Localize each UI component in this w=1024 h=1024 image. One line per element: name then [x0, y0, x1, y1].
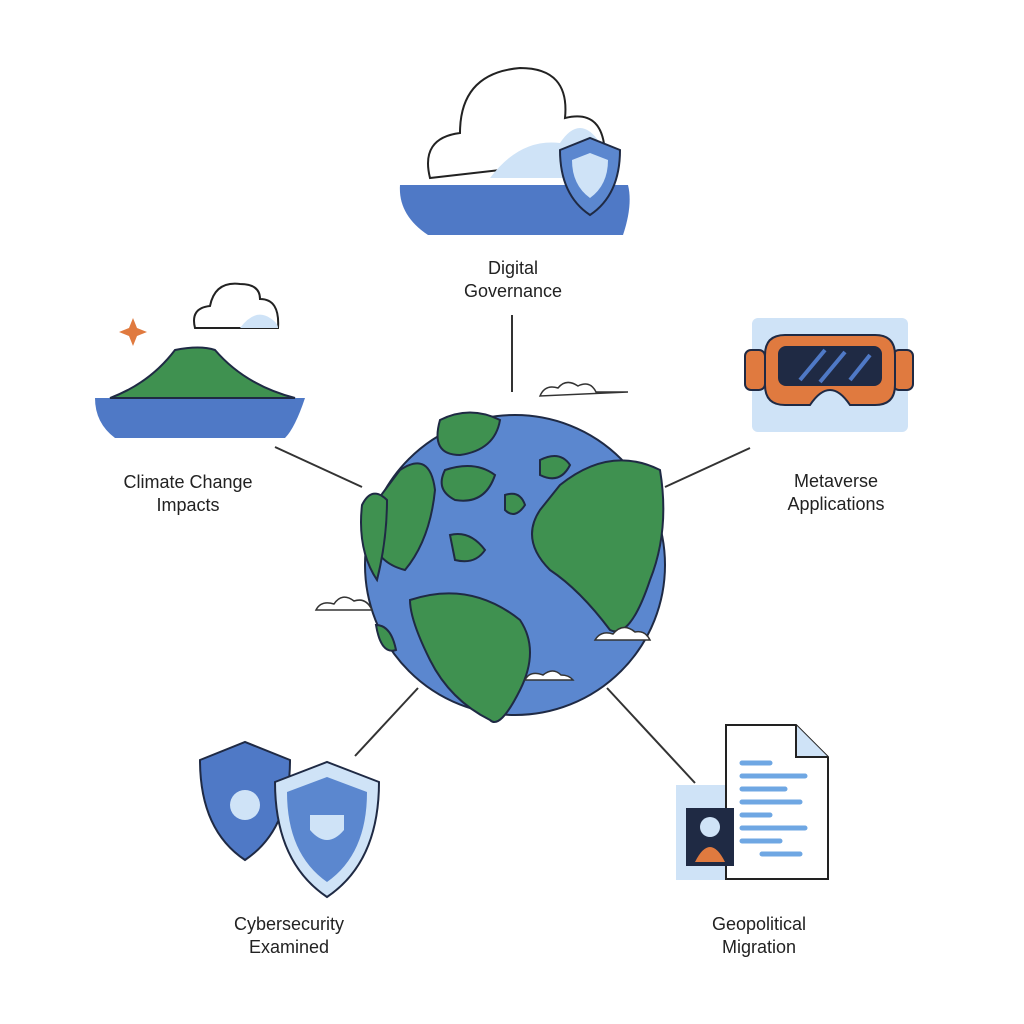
- label-line: Climate Change: [123, 472, 253, 492]
- label-digital-governance: Digital Governance: [403, 257, 623, 303]
- shields-icon: [198, 740, 381, 899]
- cloud-icons: [314, 381, 652, 681]
- label-line: Cybersecurity: [233, 914, 345, 934]
- label-line: Digital: [487, 258, 539, 278]
- label-line: Examined: [248, 937, 330, 957]
- connectors: [274, 315, 751, 784]
- label-line: Geopolitical: [711, 914, 807, 934]
- label-geopolitical: Geopolitical Migration: [649, 913, 869, 959]
- connector-cyber: [354, 687, 419, 757]
- label-climate-change: Climate Change Impacts: [78, 471, 298, 517]
- vr-headset-icon: [744, 318, 914, 432]
- label-line: Applications: [787, 494, 885, 514]
- island-cloud-icon: [95, 282, 305, 438]
- label-line: Metaverse: [793, 471, 879, 491]
- label-cybersecurity: Cybersecurity Examined: [179, 913, 399, 959]
- label-line: Governance: [463, 281, 563, 301]
- cloud-shield-icon: [399, 66, 630, 235]
- label-line: Impacts: [156, 495, 220, 515]
- connector-climate: [274, 446, 363, 488]
- label-line: Migration: [721, 937, 797, 957]
- label-metaverse: Metaverse Applications: [726, 470, 946, 516]
- globe-icon: [360, 411, 666, 723]
- document-profile-icon: [676, 724, 829, 880]
- connector-geo: [606, 687, 696, 784]
- connector-metaverse: [664, 447, 751, 488]
